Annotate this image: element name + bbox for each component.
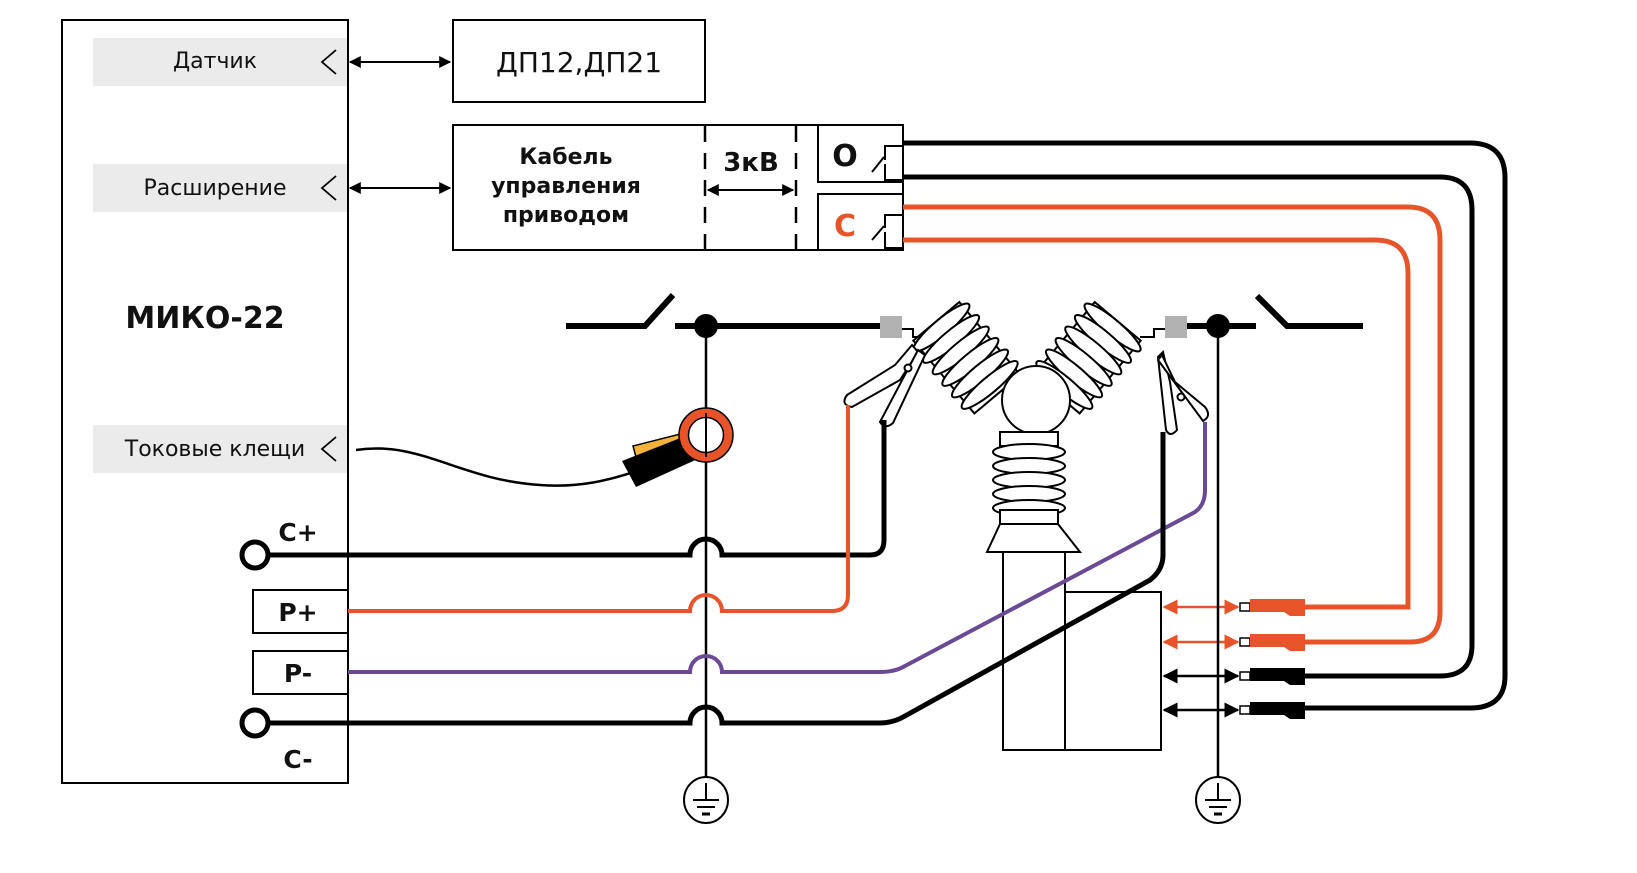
banana-plug-orange-2 bbox=[1239, 634, 1305, 651]
port-expansion[interactable]: Расширение bbox=[93, 164, 347, 212]
alligator-clip-left-icon bbox=[843, 343, 927, 428]
port-sensor-label: Датчик bbox=[173, 49, 257, 74]
connector-chevron-icon bbox=[320, 175, 337, 201]
alligator-clip-right-icon bbox=[1156, 350, 1209, 435]
miko-22-device: МИКО-22 bbox=[61, 19, 349, 784]
cable-label-line1: Кабель bbox=[519, 145, 612, 170]
ground-icon bbox=[1195, 776, 1241, 824]
circuit-breaker-icon bbox=[911, 300, 1162, 751]
contact-close-box bbox=[817, 193, 904, 251]
connector-chevron-icon bbox=[320, 49, 337, 75]
sensor-box-label: ДП12,ДП21 bbox=[496, 46, 662, 79]
control-cable-box: Кабель управления приводом 3кВ O C bbox=[452, 124, 904, 251]
drive-box bbox=[1064, 591, 1162, 751]
port-current-clamps[interactable]: Токовые клещи bbox=[93, 425, 347, 473]
terminal-p-plus[interactable]: P+ bbox=[252, 589, 349, 634]
terminal-p-minus[interactable]: P- bbox=[252, 650, 349, 695]
wire-close-1 bbox=[903, 204, 1443, 645]
connector-chevron-icon bbox=[320, 436, 337, 462]
terminal-block-left bbox=[880, 316, 902, 338]
terminal-c-minus[interactable]: C- bbox=[239, 707, 313, 774]
terminal-lead bbox=[1140, 328, 1165, 338]
contact-open-box bbox=[817, 124, 904, 183]
banana-plug-black-2 bbox=[1239, 702, 1305, 719]
terminal-p-plus-label: P+ bbox=[278, 598, 317, 627]
banana-plug-orange-1 bbox=[1239, 599, 1305, 616]
wire-p-plus bbox=[348, 405, 850, 613]
banana-plug-black-1 bbox=[1239, 668, 1305, 685]
terminal-block-right bbox=[1165, 316, 1187, 338]
cable-label-line3: приводом bbox=[503, 203, 629, 228]
terminal-p-minus-label: P- bbox=[284, 659, 312, 688]
device-title: МИКО-22 bbox=[125, 301, 284, 336]
terminal-c-plus-label: C+ bbox=[278, 518, 317, 547]
port-expansion-label: Расширение bbox=[144, 176, 287, 201]
sensor-box: ДП12,ДП21 bbox=[452, 19, 706, 103]
relay-contact-icon bbox=[871, 214, 903, 249]
wire-close-2 bbox=[903, 237, 1411, 610]
wire-p-minus bbox=[348, 422, 1207, 674]
current-clamp-icon bbox=[355, 407, 734, 487]
port-current-clamps-label: Токовые клещи bbox=[124, 437, 305, 462]
wire-open-1 bbox=[903, 140, 1508, 711]
wire-c-plus bbox=[268, 420, 887, 558]
voltage-label: 3кВ bbox=[723, 148, 779, 178]
terminal-c-minus-label: C- bbox=[283, 745, 312, 774]
relay-contact-icon bbox=[871, 145, 903, 181]
contact-close-label: C bbox=[834, 209, 856, 244]
wire-open-2 bbox=[903, 174, 1475, 679]
cable-label-line2: управления bbox=[491, 174, 641, 199]
port-sensor[interactable]: Датчик bbox=[93, 38, 347, 86]
disconnect-switch-left bbox=[566, 292, 676, 329]
wire-c-minus bbox=[268, 432, 1166, 726]
contact-open-label: O bbox=[832, 139, 858, 174]
ground-icon bbox=[683, 776, 729, 824]
disconnect-switch-right bbox=[1254, 293, 1363, 329]
